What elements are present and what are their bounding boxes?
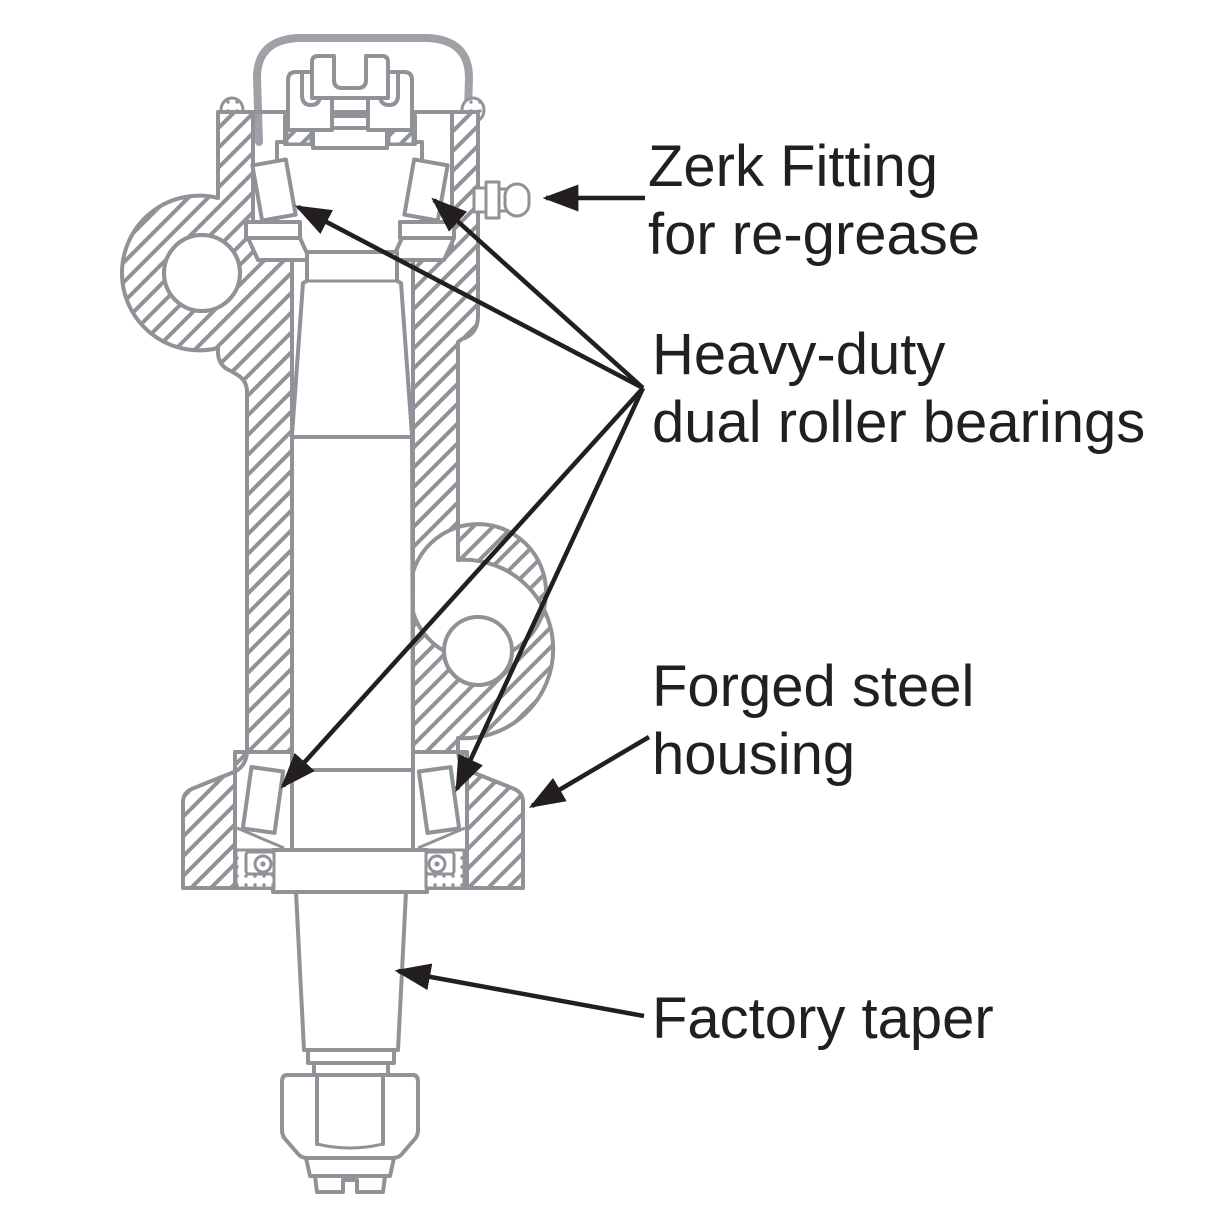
- castle-nut: [283, 54, 417, 150]
- lower-left-roller: [240, 765, 286, 835]
- nut-washer: [311, 126, 389, 150]
- label-housing-line2: housing: [652, 722, 855, 787]
- annotation-arrows: [280, 184, 651, 1019]
- lug-hole-left: [162, 233, 242, 313]
- lower-right-roller: [416, 765, 462, 835]
- stud-collar: [271, 848, 429, 894]
- arrow-bearing-upper-right: [431, 197, 645, 390]
- arrow-taper: [394, 963, 645, 1019]
- lower-roller-bearings: [236, 765, 466, 850]
- arrow-bearing-lower-right: [454, 387, 646, 793]
- factory-taper-stud: [271, 250, 429, 1077]
- arrow-bearing-upper-left: [294, 205, 645, 390]
- upper-roller-bearings: [244, 140, 456, 262]
- taper-section: [294, 890, 408, 1052]
- hex-nut: [280, 1073, 420, 1194]
- forged-steel-housing: [120, 110, 556, 890]
- label-bearings-line1: Heavy-duty: [652, 322, 945, 387]
- label-zerk-line2: for re-grease: [648, 202, 980, 267]
- label-zerk-line1: Zerk Fitting: [648, 134, 938, 199]
- grease-seals: [234, 848, 466, 890]
- cotter-pin-slot: [313, 1174, 387, 1194]
- annotation-labels: Zerk Fitting for re-grease Heavy-duty du…: [648, 134, 1145, 1051]
- lug-hole-right: [442, 615, 514, 687]
- arrow-housing: [528, 735, 651, 808]
- label-bearings-line2: dual roller bearings: [652, 390, 1145, 455]
- label-taper-line1: Factory taper: [652, 986, 994, 1051]
- zerk-fitting: [472, 180, 531, 220]
- upper-left-roller: [250, 157, 298, 223]
- label-housing-line1: Forged steel: [652, 654, 974, 719]
- upper-right-roller: [402, 157, 450, 223]
- arrow-bearing-lower-left: [280, 386, 645, 789]
- stud-top: [310, 54, 390, 100]
